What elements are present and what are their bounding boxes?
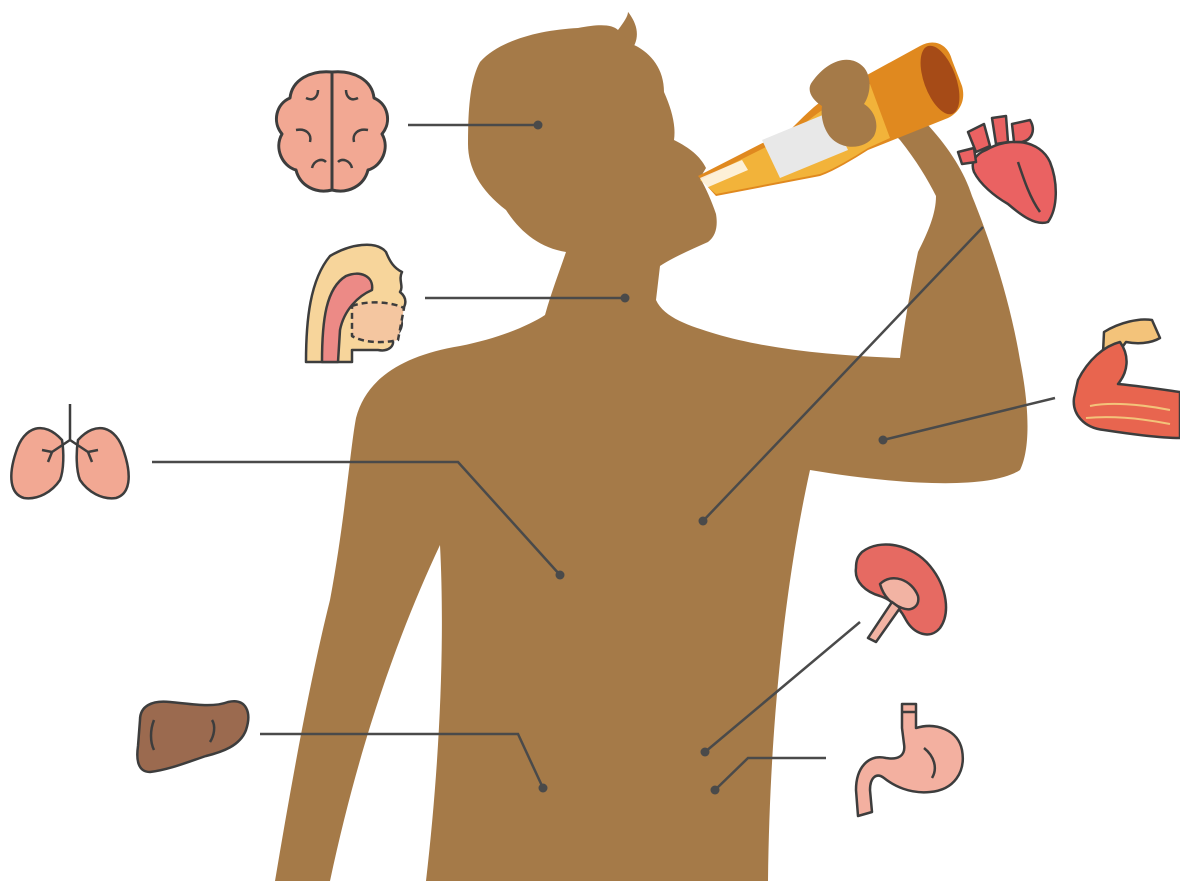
brain-icon: [276, 72, 387, 191]
kidney-dot: [701, 748, 710, 757]
throat-dot: [621, 294, 630, 303]
lungs-dot: [556, 571, 565, 580]
heart-dot: [699, 517, 708, 526]
brain-dot: [534, 121, 543, 130]
stomach-dot: [711, 786, 720, 795]
throat-icon: [306, 245, 405, 362]
lungs-icon: [11, 404, 128, 498]
liver-icon: [137, 701, 248, 772]
muscle-dot: [879, 436, 888, 445]
muscle-icon: [1074, 320, 1180, 439]
kidney-icon: [856, 544, 946, 642]
liver-dot: [539, 784, 548, 793]
stomach-icon: [856, 704, 963, 816]
